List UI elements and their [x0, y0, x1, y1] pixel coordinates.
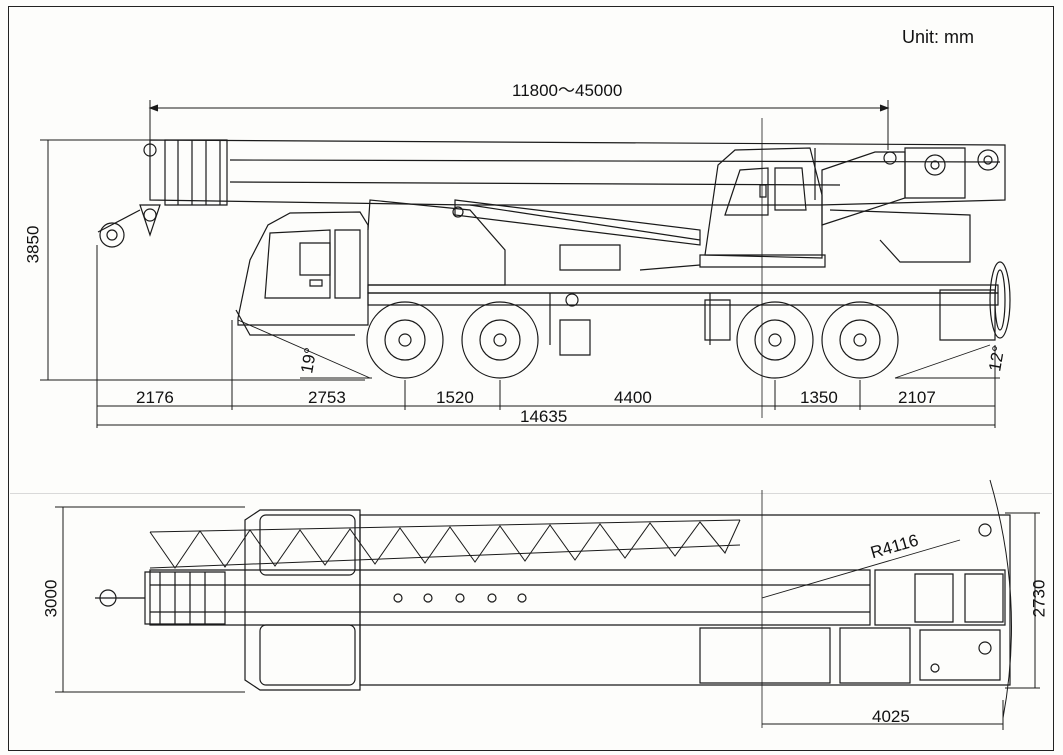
segment-label-2: 2753 — [308, 388, 346, 407]
overall-width-label: 3000 — [41, 579, 61, 618]
carrier-cab — [236, 212, 368, 335]
departure-angle-label: 12° — [985, 344, 1009, 373]
segment-label-1: 2176 — [136, 388, 174, 407]
drawing-frame — [8, 6, 1054, 751]
radius-line — [762, 540, 960, 598]
telescopic-boom — [98, 140, 1005, 247]
boom-length-dimension — [150, 100, 888, 150]
overall-height-label: 3850 — [23, 225, 43, 264]
height-dimension — [40, 140, 365, 380]
length-dimension-chain — [97, 245, 995, 428]
superstructure-plan — [700, 524, 1005, 683]
superstructure — [560, 152, 970, 270]
swing-radius-arc — [990, 480, 1011, 718]
side-view — [40, 100, 1010, 428]
wheels — [367, 302, 898, 378]
width-dimension — [55, 507, 1040, 692]
approach-angle-label: 19° — [297, 346, 321, 375]
segment-label-5: 1350 — [800, 388, 838, 407]
luffing-cylinder — [453, 200, 700, 245]
boom-length-label: 11800～45000 — [512, 81, 623, 100]
unit-label: Unit: mm — [902, 27, 974, 47]
segment-label-4: 4400 — [614, 388, 652, 407]
carrier-deck — [368, 200, 998, 355]
carrier-width-label: 2730 — [1029, 579, 1049, 618]
angle-lines — [238, 320, 1000, 378]
view-divider — [10, 493, 1052, 494]
top-view — [55, 480, 1040, 730]
segment-label-6: 2107 — [898, 388, 936, 407]
boom-plan — [95, 570, 870, 625]
tail-swing-label: 4025 — [872, 707, 910, 726]
overall-length-label: 14635 — [520, 407, 568, 426]
crane-cab — [700, 148, 825, 267]
rear-spare-wheel — [990, 262, 1010, 338]
lattice-jib — [150, 520, 740, 568]
segment-label-3: 1520 — [436, 388, 474, 407]
tail-swing-dimension — [762, 700, 1003, 730]
